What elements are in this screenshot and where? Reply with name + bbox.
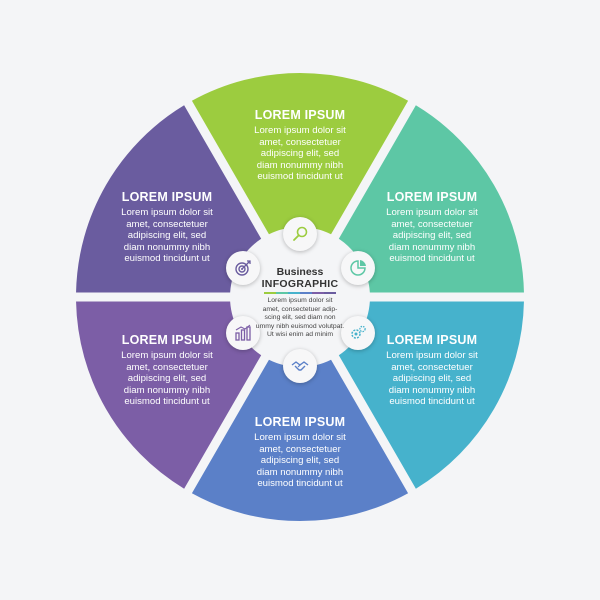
handshake-icon [291, 361, 309, 371]
segment-top [191, 73, 409, 235]
bar-chart-icon [235, 324, 251, 341]
segment-text-lower-left: LOREM IPSUM Lorem ipsum dolor sit amet, … [92, 333, 242, 408]
handshake-icon-badge [283, 349, 317, 383]
segment-text-upper-left: LOREM IPSUM Lorem ipsum dolor sit amet, … [92, 190, 242, 265]
segment-title: LOREM IPSUM [121, 333, 213, 347]
segment-title: LOREM IPSUM [254, 415, 346, 429]
pie-chart-icon [350, 260, 366, 276]
gear-icon [351, 325, 366, 339]
segment-body: Lorem ipsum dolor sit amet, consectetuer… [254, 125, 346, 183]
segment-body: Lorem ipsum dolor sit amet, consectetuer… [386, 350, 478, 408]
gear-icon-badge [341, 316, 375, 350]
segment-upper-right [338, 105, 524, 293]
search-icon-badge [283, 217, 317, 251]
segment-body: Lorem ipsum dolor sit amet, consectetuer… [254, 432, 346, 490]
center-block: Business INFOGRAPHIC Lorem ipsum dolor s… [252, 266, 348, 340]
segment-text-upper-right: LOREM IPSUM Lorem ipsum dolor sit amet, … [357, 190, 507, 265]
segment-title: LOREM IPSUM [386, 333, 478, 347]
target-icon [235, 260, 251, 276]
segment-text-bottom: LOREM IPSUM Lorem ipsum dolor sit amet, … [225, 415, 375, 490]
segment-text-top: LOREM IPSUM Lorem ipsum dolor sit amet, … [225, 108, 375, 183]
center-subtitle: INFOGRAPHIC [261, 278, 339, 290]
segment-title: LOREM IPSUM [121, 190, 213, 204]
segment-bottom [191, 359, 409, 522]
center-body: Lorem ipsum dolor sit amet, consectetuer… [255, 297, 345, 339]
bar-chart-icon-badge [226, 316, 260, 350]
segment-title: LOREM IPSUM [254, 108, 346, 122]
segment-body: Lorem ipsum dolor sit amet, consectetuer… [121, 350, 213, 408]
segment-text-lower-right: LOREM IPSUM Lorem ipsum dolor sit amet, … [357, 333, 507, 408]
segment-upper-left [76, 105, 262, 293]
pie-chart-icon-badge [341, 251, 375, 285]
segment-lower-left [76, 301, 262, 489]
search-icon [293, 226, 308, 241]
target-icon-badge [226, 251, 260, 285]
segment-body: Lorem ipsum dolor sit amet, consectetuer… [386, 207, 478, 265]
segment-lower-right [338, 301, 524, 489]
center-disc [232, 229, 368, 365]
center-title: Business [276, 266, 324, 278]
segment-title: LOREM IPSUM [386, 190, 478, 204]
center-color-rule [264, 292, 336, 294]
segment-body: Lorem ipsum dolor sit amet, consectetuer… [121, 207, 213, 265]
